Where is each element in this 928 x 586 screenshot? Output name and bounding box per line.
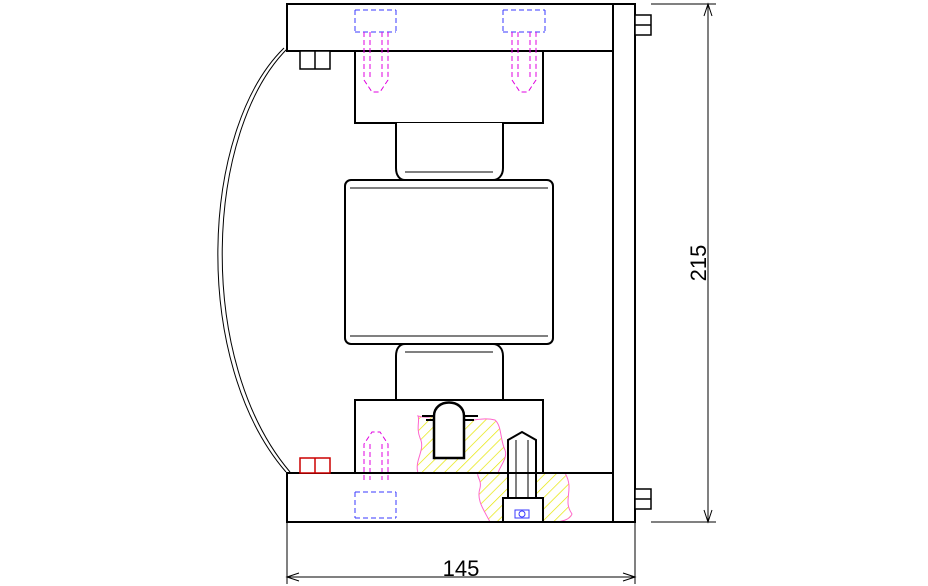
width-dimension-label: 145	[443, 556, 480, 581]
lower-shaft	[395, 343, 504, 400]
bottom-plate	[286, 472, 614, 523]
locating-pin	[432, 401, 466, 460]
right-bolt-head-top	[634, 14, 652, 36]
top-plate	[286, 3, 614, 52]
right-side-plate	[612, 3, 636, 523]
bottom-left-nut	[299, 457, 331, 474]
height-dimension	[651, 2, 716, 524]
hidden-bolt-bottom-left	[354, 431, 397, 519]
width-dimension	[285, 522, 637, 584]
cap-screw	[502, 430, 544, 523]
height-dimension-label: 215	[686, 245, 711, 282]
upper-shaft	[395, 123, 504, 181]
screw-head-detail	[514, 509, 530, 519]
right-bolt-head-bottom	[634, 488, 652, 510]
hidden-bolt-top-left	[354, 9, 397, 93]
upper-mount-block	[354, 50, 544, 124]
hidden-bolt-top-right	[502, 9, 546, 93]
load-cell-body	[344, 179, 554, 345]
top-left-nut	[299, 50, 331, 70]
screw-hex-socket	[518, 510, 526, 518]
curved-guard	[217, 47, 291, 473]
pin-seat	[422, 415, 478, 421]
